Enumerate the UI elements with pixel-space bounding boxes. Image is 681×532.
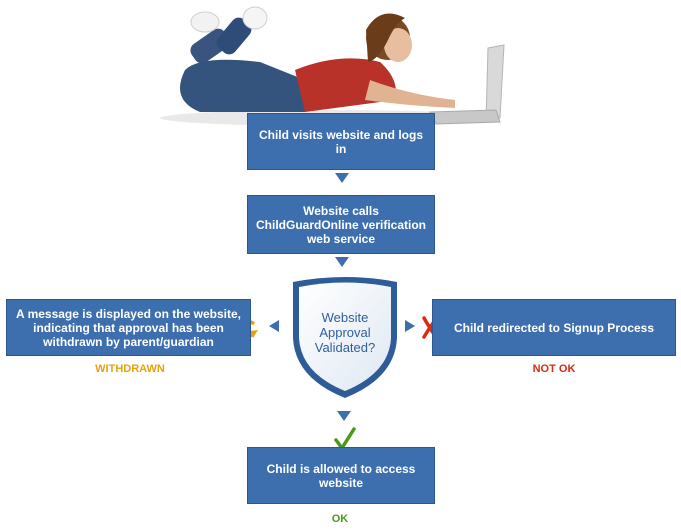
verification-call-box: Website calls ChildGuardOnline verificat… (248, 196, 434, 253)
redirect-signup-label: Child redirected to Signup Process (453, 320, 655, 335)
arrow-down-1 (335, 173, 349, 183)
access-allowed-box: Child is allowed to access website (248, 448, 434, 503)
arrow-right (405, 320, 415, 332)
visit-step-box: Child visits website and logs in (248, 114, 434, 169)
shield-icon (293, 277, 397, 398)
arrow-down-2 (335, 257, 349, 267)
withdrawn-message-box: A message is displayed on the website, i… (7, 300, 250, 355)
access-allowed-label: Child is allowed to access website (266, 461, 416, 490)
visit-step-label: Child visits website and logs in (258, 127, 424, 156)
redirect-signup-box: Child redirected to Signup Process (433, 300, 675, 355)
ok-status: OK (331, 513, 349, 525)
arrow-left (269, 320, 279, 332)
withdrawn-message-label: A message is displayed on the website, i… (16, 306, 241, 349)
verification-call-label: Website calls ChildGuardOnline verificat… (255, 203, 427, 246)
not-ok-status: NOT OK (532, 363, 576, 375)
child-on-laptop-illustration (160, 6, 505, 126)
withdrawn-status: WITHDRAWN (95, 363, 165, 375)
decision-label: Website Approval Validated? (314, 310, 376, 355)
arrow-down-3 (337, 411, 351, 421)
